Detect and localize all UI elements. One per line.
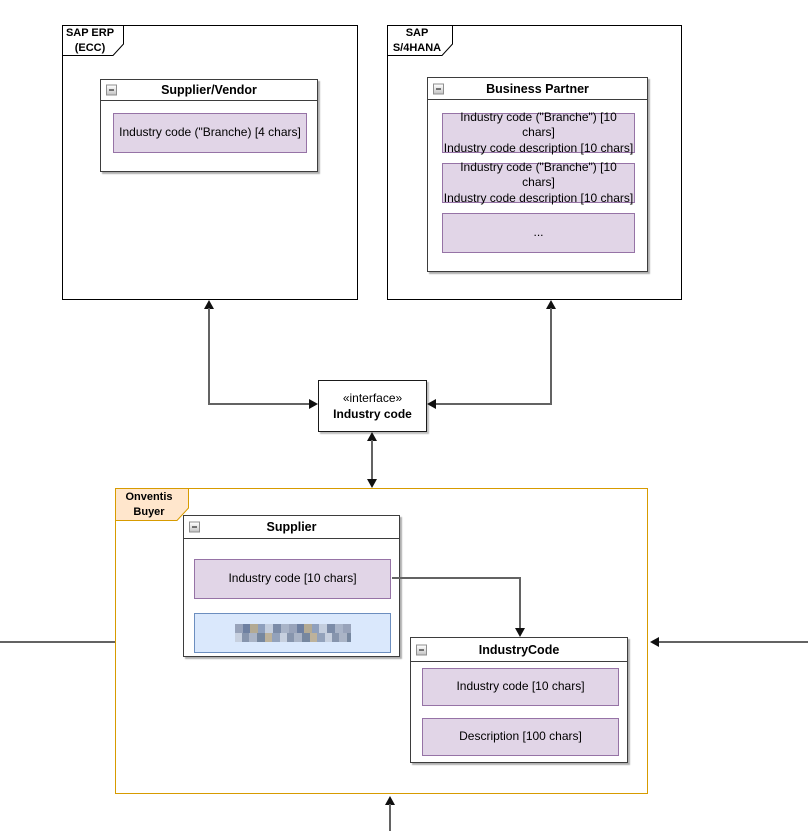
field-text: Industry code [10 chars] [228,571,357,586]
onventis-frame-label[interactable]: Onventis Buyer [115,488,189,521]
s4hana-frame-label[interactable]: SAP S/4HANA [387,25,453,56]
arrowhead-up-supplier-vendor [204,300,214,309]
frame-label-line2: Buyer [133,505,165,518]
frame-label-line1: SAP [405,27,429,40]
arrowhead-down-onventis [367,479,377,488]
frame-tab-shape [62,25,124,56]
frame-label-line2: S/4HANA [392,41,442,54]
field-text: Industry code [10 chars] [456,679,585,694]
connector-line [208,403,309,405]
frame-label-line2: (ECC) [74,41,106,54]
business-partner-class[interactable]: Business Partner Industry code ("Branche… [427,77,648,272]
supplier-vendor-header: Supplier/Vendor [101,80,317,101]
redacted-text-blur [234,624,351,642]
class-title: Supplier/Vendor [161,83,257,97]
frame-tab-text: SAP ERP (ECC) [62,25,124,56]
connector-line [371,440,373,480]
interface-name: Industry code [333,407,412,421]
s4hana-frame[interactable] [387,25,682,300]
collapse-icon[interactable] [189,521,200,533]
supplier-class[interactable]: Supplier Industry code [10 chars] [183,515,400,657]
arrowhead-left-interface [427,399,436,409]
industrycode-class[interactable]: IndustryCode Industry code [10 chars] De… [410,637,628,763]
class-title: Supplier [266,520,317,534]
connector-line-left-edge [0,641,115,643]
field-text-line2: Industry code description [10 chars] [443,190,634,205]
field-industry-code-10-b[interactable]: Industry code ("Branche") [10 chars] Ind… [442,159,635,205]
field-description-100[interactable]: Description [100 chars] [422,718,619,756]
frame-tab-shape [387,25,453,56]
field-text: ... [533,225,544,240]
field-industry-code-10-a[interactable]: Industry code ("Branche") [10 chars] Ind… [442,109,635,155]
collapse-icon[interactable] [106,84,117,96]
arrowhead-down-industrycode [515,628,525,637]
interface-industry-code[interactable]: «interface» Industry code [318,380,427,432]
supplier-header: Supplier [184,516,399,539]
arrowhead-right-interface [309,399,318,409]
field-text: Description [100 chars] [459,729,582,744]
connector-line-bottom-edge [389,804,391,831]
frame-label-line1: Onventis [125,491,173,504]
field-text-line1: Industry code ("Branche") [10 chars] [460,109,617,140]
field-redacted[interactable] [194,613,391,653]
sap-erp-frame[interactable] [62,25,358,300]
class-title: IndustryCode [478,642,560,657]
supplier-vendor-class[interactable]: Supplier/Vendor Industry code ("Branche)… [100,79,318,172]
class-title: Business Partner [486,81,589,96]
connector-line [550,308,552,404]
connector-line-right-edge [659,641,808,643]
field-text: Industry code ("Branche) [4 chars] [119,125,301,140]
industrycode-header: IndustryCode [411,638,627,662]
interface-stereotype: «interface» [342,390,403,405]
connector-line [208,308,210,404]
arrowhead-left-onventis [650,637,659,647]
arrowhead-up-interface [367,432,377,441]
field-industry-code-4[interactable]: Industry code ("Branche) [4 chars] [113,113,307,153]
arrowhead-up-onventis-bottom [385,796,395,805]
connector-line [392,577,521,579]
field-industry-code-10[interactable]: Industry code [10 chars] [194,559,391,599]
frame-tab-shape [115,488,189,521]
frame-tab-text: SAP S/4HANA [387,25,453,56]
collapse-icon[interactable] [433,83,444,94]
field-text-line1: Industry code ("Branche") [10 chars] [460,159,617,190]
connector-line [436,403,552,405]
field-text-line2: Industry code description [10 chars] [443,140,634,155]
field-ellipsis[interactable]: ... [442,213,635,253]
business-partner-header: Business Partner [428,78,647,100]
frame-label-line1: SAP ERP [65,27,115,40]
collapse-icon[interactable] [416,644,427,655]
onventis-buyer-frame[interactable] [115,488,648,794]
frame-tab-text: Onventis Buyer [115,488,189,521]
field-industry-code-10[interactable]: Industry code [10 chars] [422,668,619,706]
connector-line [519,577,521,628]
arrowhead-up-business-partner [546,300,556,309]
sap-erp-frame-label[interactable]: SAP ERP (ECC) [62,25,124,56]
